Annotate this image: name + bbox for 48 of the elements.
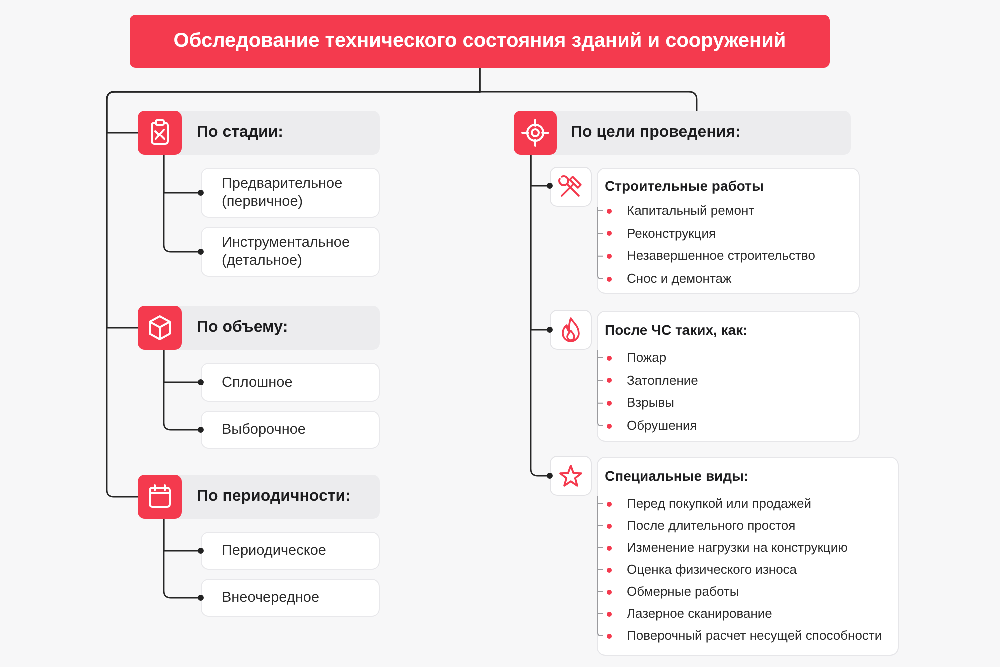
list-item: Обрушения — [627, 417, 698, 435]
connector-line — [163, 519, 204, 601]
card-heading: Специальные виды: — [605, 467, 749, 486]
connector-line — [479, 68, 698, 111]
subcategory-card — [550, 310, 860, 442]
title-text: Обследование технического состояния зданий и сооружений — [174, 30, 786, 53]
category-heading: По стадии: — [197, 124, 284, 142]
list-item: Незавершенное строительство — [627, 247, 816, 266]
list-item: Поверочный расчет несущей способности — [627, 627, 882, 645]
category-header — [514, 111, 851, 155]
option-label: Инструментальное (детальное) — [222, 234, 352, 270]
option-label: Выборочное — [222, 421, 306, 439]
option-box — [201, 363, 380, 402]
card-heading: После ЧС таких, как: — [605, 321, 748, 340]
option-box — [201, 532, 380, 570]
option-label: Предварительное (первичное) — [222, 175, 344, 211]
list-item: Пожар — [627, 349, 667, 367]
subcategory-card — [550, 456, 899, 656]
category-header — [138, 111, 380, 155]
option-box — [201, 168, 380, 218]
list-item: Снос и демонтаж — [627, 270, 732, 288]
category-header — [138, 306, 380, 350]
title-banner — [130, 15, 830, 68]
list-item: Оценка физического износа — [627, 561, 798, 579]
category-heading: По объему: — [197, 319, 288, 337]
list-item: Реконструкция — [627, 224, 716, 243]
list-item: Изменение нагрузки на конструкцию — [627, 539, 848, 557]
option-box — [201, 411, 380, 449]
option-label: Сплошное — [222, 374, 293, 392]
connector-line — [530, 155, 553, 479]
card-heading: Строительные работы — [605, 177, 764, 196]
category-header — [138, 475, 380, 519]
option-box — [201, 579, 380, 617]
list-item: После длительного простоя — [627, 517, 796, 535]
list-item: Затопление — [627, 372, 698, 390]
list-item: Капитальный ремонт — [627, 202, 755, 220]
list-item: Обмерные работы — [627, 583, 740, 601]
option-box — [201, 227, 380, 277]
list-item: Взрывы — [627, 394, 674, 412]
subcategory-card — [550, 167, 860, 294]
option-label: Внеочередное — [222, 589, 320, 607]
connector-line — [163, 155, 204, 255]
category-heading: По цели проведения: — [571, 124, 741, 142]
connector-line — [163, 350, 204, 433]
list-item: Лазерное сканирование — [627, 605, 772, 623]
category-heading: По периодичности: — [197, 488, 351, 506]
option-label: Периодическое — [222, 542, 326, 560]
list-item: Перед покупкой или продажей — [627, 495, 812, 513]
